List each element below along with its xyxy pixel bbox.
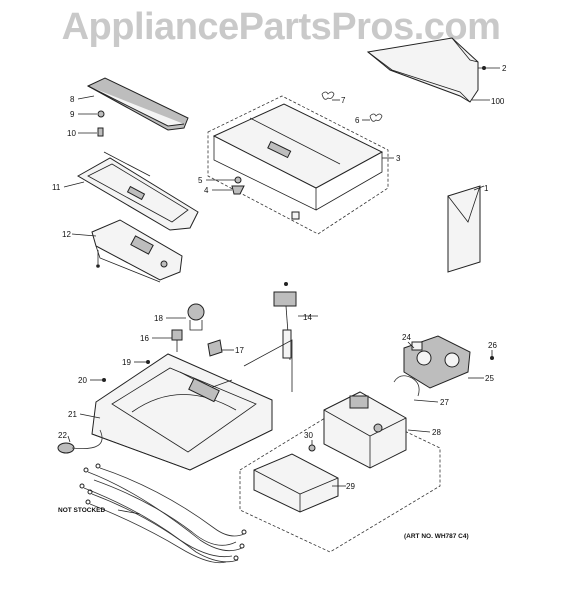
callout-8: 8 bbox=[70, 95, 75, 104]
callout-9: 9 bbox=[70, 110, 75, 119]
part-20-screw[interactable] bbox=[102, 378, 106, 382]
part-100-backsplash[interactable] bbox=[366, 37, 479, 103]
part-25-water-valve[interactable] bbox=[403, 335, 471, 389]
part-3-top-lid[interactable] bbox=[212, 103, 384, 211]
callout-30: 30 bbox=[304, 431, 313, 440]
part-14-bracket-assembly[interactable] bbox=[273, 282, 297, 361]
screw-2 bbox=[482, 66, 486, 70]
callout-18: 18 bbox=[154, 314, 163, 323]
callout-12: 12 bbox=[62, 230, 71, 239]
part-16-lid-lock[interactable] bbox=[171, 329, 183, 352]
part-10-screw[interactable] bbox=[97, 127, 104, 137]
part-18-pressure-switch[interactable] bbox=[187, 303, 205, 331]
callout-27: 27 bbox=[440, 398, 449, 407]
part-29-dispenser-drawer[interactable] bbox=[253, 453, 339, 513]
part-5-lid-switch[interactable] bbox=[234, 176, 242, 184]
part-28-dispenser-assembly[interactable] bbox=[323, 391, 407, 469]
part-6-hinge-spring[interactable] bbox=[369, 113, 383, 122]
not-stocked-note: NOT STOCKED bbox=[58, 507, 105, 514]
callout-10: 10 bbox=[67, 129, 76, 138]
part-27-hose[interactable] bbox=[393, 375, 420, 397]
callout-24: 24 bbox=[402, 333, 411, 342]
callout-5: 5 bbox=[198, 176, 203, 185]
part-22-wire-harness-plug[interactable] bbox=[57, 442, 75, 454]
callout-29: 29 bbox=[346, 482, 355, 491]
part-21-console-base[interactable] bbox=[91, 353, 273, 471]
callout-28: 28 bbox=[432, 428, 441, 437]
callout-22: 22 bbox=[58, 431, 67, 440]
callout-16: 16 bbox=[140, 334, 149, 343]
part-19-screw[interactable] bbox=[146, 360, 150, 364]
part-9-clip[interactable] bbox=[97, 110, 105, 118]
part-1-manual[interactable] bbox=[447, 185, 481, 273]
art-number: (ART NO. WH787 C4) bbox=[404, 533, 469, 540]
part-26-screw[interactable] bbox=[490, 356, 494, 360]
callout-7: 7 bbox=[341, 96, 346, 105]
callout-19: 19 bbox=[122, 358, 131, 367]
part-17-switch[interactable] bbox=[207, 339, 223, 357]
callout-labels: 2 100 8 9 10 11 12 3 5 4 7 6 1 18 14 16 … bbox=[52, 64, 507, 540]
callout-14: 14 bbox=[303, 313, 312, 322]
lid-bumper bbox=[291, 211, 300, 220]
callout-100: 100 bbox=[491, 97, 505, 106]
callout-21: 21 bbox=[68, 410, 77, 419]
part-12-control-housing[interactable] bbox=[91, 219, 183, 283]
part-4-actuator[interactable] bbox=[231, 185, 245, 195]
callout-6: 6 bbox=[355, 116, 360, 125]
watermark-logo: AppliancePartsPros.com bbox=[61, 6, 501, 48]
callout-2: 2 bbox=[502, 64, 507, 73]
callout-11: 11 bbox=[52, 183, 61, 192]
part-8-lid-cap[interactable] bbox=[86, 77, 189, 131]
wire-harness-not-stocked bbox=[79, 463, 247, 564]
part-7-hinge-spring[interactable] bbox=[321, 91, 335, 100]
callout-1: 1 bbox=[484, 184, 489, 193]
callout-17: 17 bbox=[235, 346, 244, 355]
callout-25: 25 bbox=[485, 374, 494, 383]
callout-4: 4 bbox=[204, 186, 209, 195]
callout-3: 3 bbox=[396, 154, 401, 163]
part-30-screw[interactable] bbox=[308, 444, 316, 452]
part-11-lid-frame[interactable] bbox=[76, 157, 199, 231]
callout-26: 26 bbox=[488, 341, 497, 350]
callout-20: 20 bbox=[78, 376, 87, 385]
